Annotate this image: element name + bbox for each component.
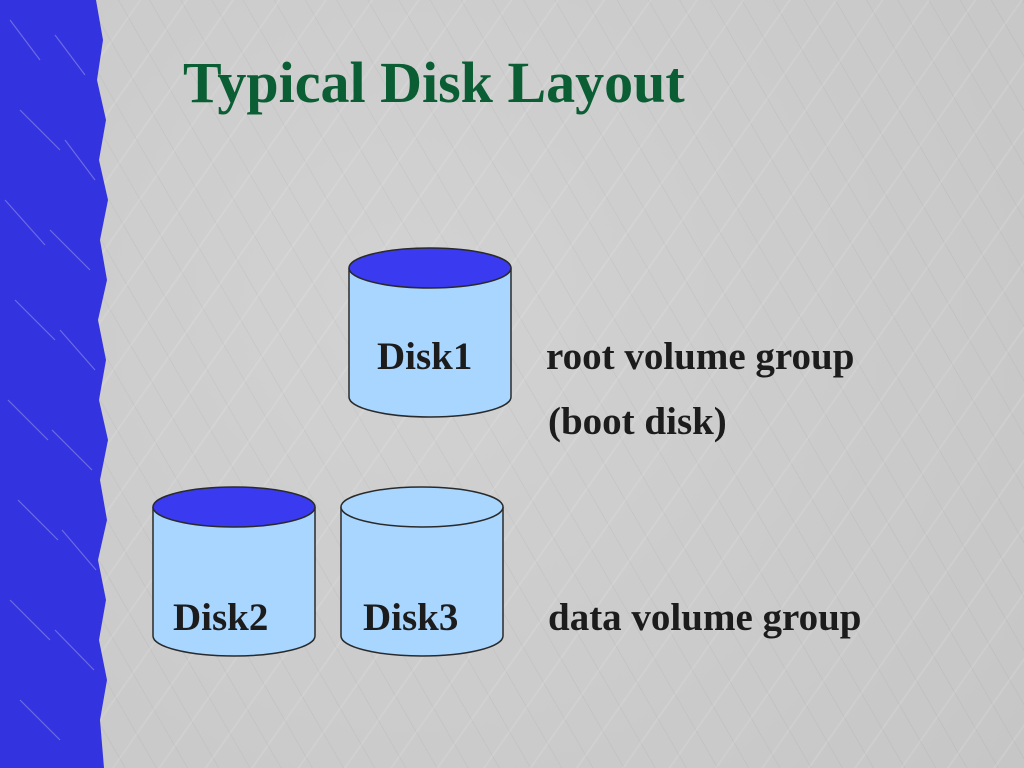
side-stripe-decoration [0, 0, 108, 768]
disk1-cylinder [348, 247, 512, 418]
disk2-label: Disk2 [173, 596, 269, 639]
disk2-cylinder [152, 486, 316, 657]
disk1-label: Disk1 [377, 335, 473, 378]
boot-disk-label: (boot disk) [548, 400, 727, 443]
data-group-label: data volume group [548, 596, 862, 639]
disk3-label: Disk3 [363, 596, 459, 639]
disk3-cylinder [340, 486, 504, 657]
slide-title: Typical Disk Layout [183, 50, 685, 115]
root-group-label: root volume group [546, 335, 855, 378]
